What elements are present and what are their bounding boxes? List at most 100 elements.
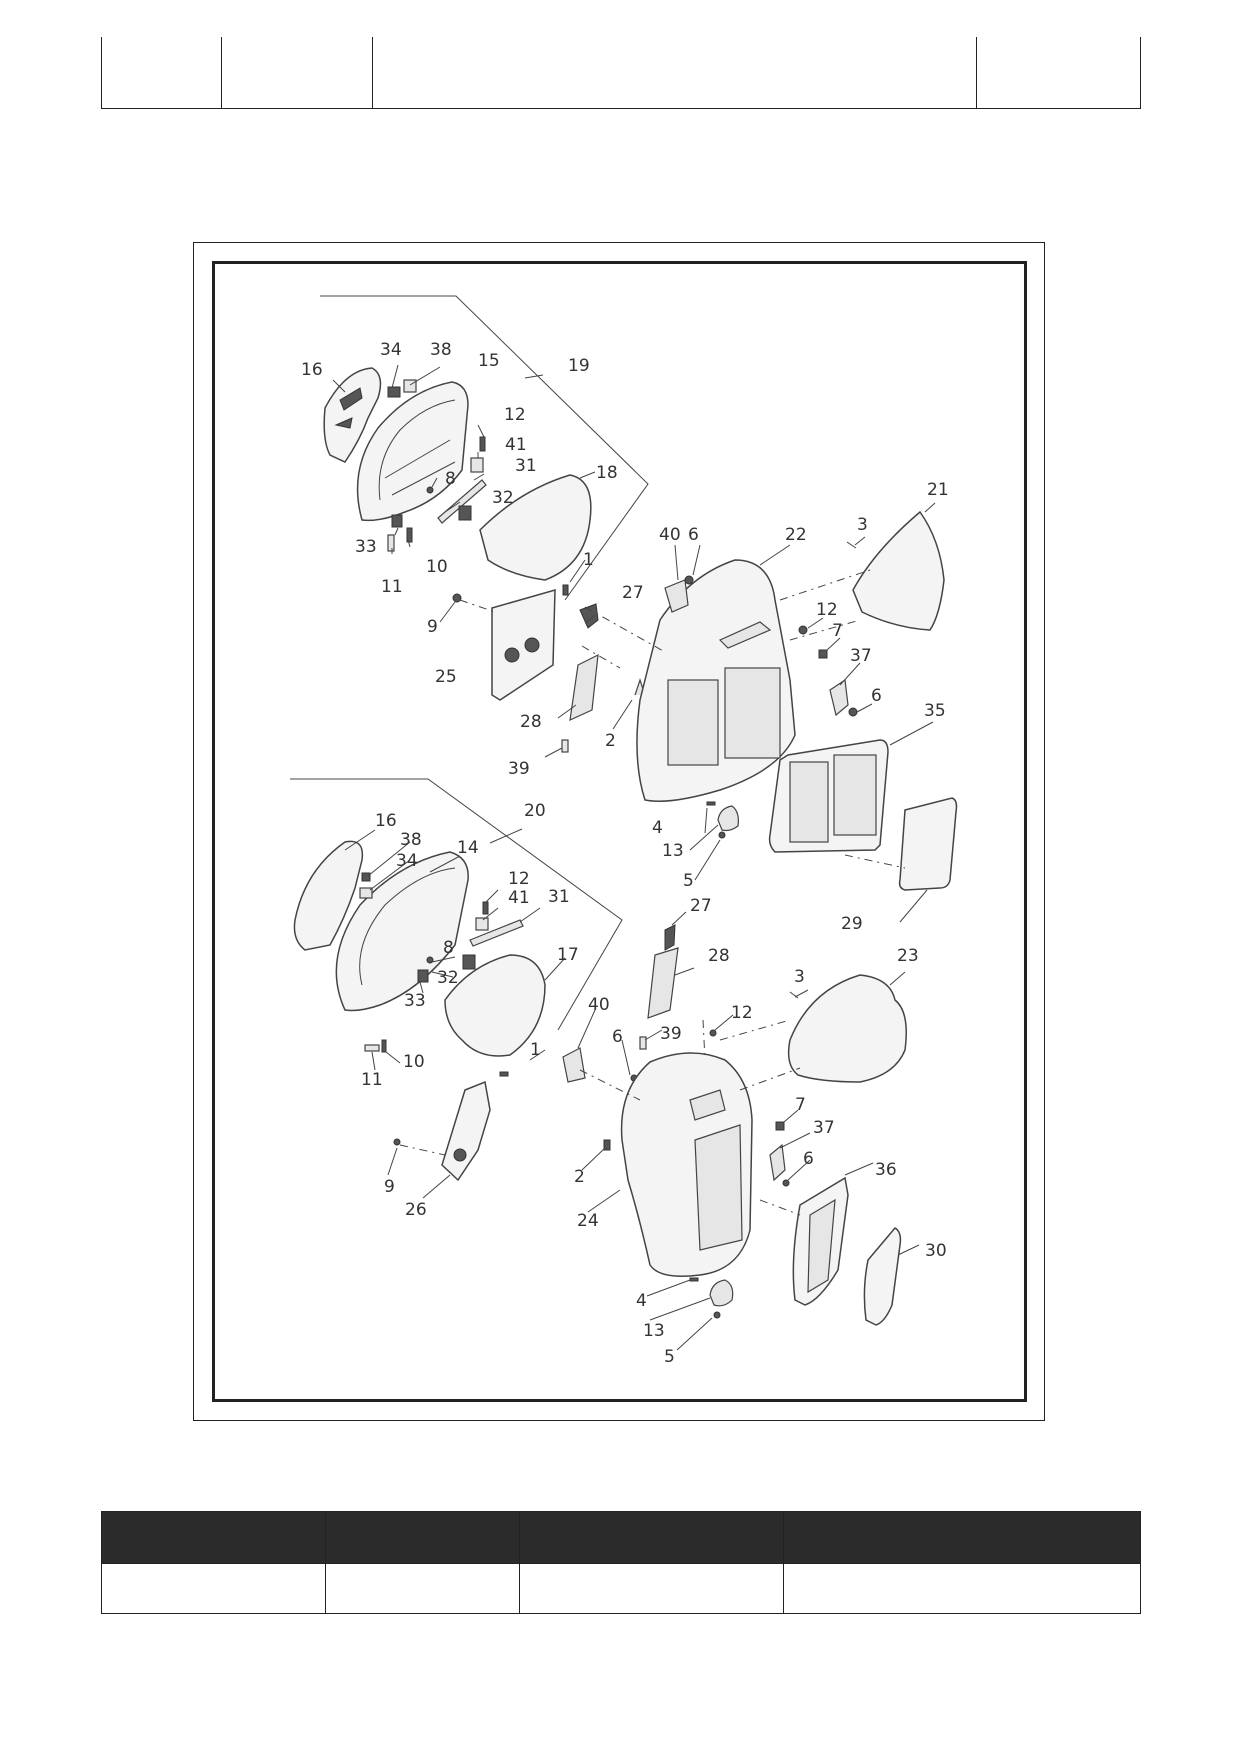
part-25-hole-b [524, 637, 540, 653]
part-35-window-b [833, 754, 877, 836]
part-17-cover [444, 954, 546, 1057]
part-22-window-a [667, 679, 719, 766]
part-25-hole-a [504, 647, 520, 663]
callouts-top: 16 34 38 15 19 12 41 31 8 32 18 33 10 11… [301, 340, 949, 934]
part-10-spring [406, 527, 413, 543]
callouts-bottom: 16 38 34 14 20 12 41 31 8 32 33 17 1 11 … [361, 801, 947, 1367]
part-36-window [807, 1198, 836, 1294]
callout: 13 [662, 841, 684, 861]
part-3-clip-lower [789, 991, 799, 999]
callout: 29 [841, 914, 863, 934]
table-header-cell [325, 1511, 520, 1564]
callout: 2 [574, 1167, 585, 1187]
callout: 30 [925, 1241, 947, 1261]
callout: 16 [301, 360, 323, 380]
part-8-pin [426, 486, 434, 494]
part-31-rod [437, 479, 487, 524]
part-24-handle [689, 1089, 726, 1121]
callout: 13 [643, 1321, 665, 1341]
callout: 12 [504, 405, 526, 425]
part-9-screw-lower [393, 1138, 401, 1146]
part-40-bracket-lower [562, 1047, 586, 1083]
part-6-nut [684, 575, 694, 585]
callout: 35 [924, 701, 946, 721]
part-28-panel [569, 653, 599, 722]
assy-line [459, 599, 496, 613]
part-5-ring [718, 831, 726, 839]
part-9-screw [452, 593, 462, 603]
diagram-outer-frame [193, 242, 1045, 1421]
table-header-row [101, 1511, 1141, 1564]
assy-line [789, 619, 861, 641]
assy-line [584, 606, 666, 653]
callout: 12 [731, 1003, 753, 1023]
header-cell [102, 37, 222, 108]
part-26-bracket [441, 1080, 491, 1182]
callout: 11 [381, 577, 403, 597]
document-header-table [101, 37, 1141, 109]
part-16-detail [334, 387, 363, 429]
assy-line [702, 1019, 706, 1061]
callout: 21 [927, 480, 949, 500]
part-37-bracket-lower [769, 1143, 786, 1182]
callout: 33 [404, 991, 426, 1011]
assy-line [739, 1067, 801, 1091]
callout: 10 [426, 557, 448, 577]
callout: 6 [688, 525, 699, 545]
header-cell [222, 37, 373, 108]
group-bracket-19 [320, 295, 649, 601]
part-16-bracket-lower [293, 840, 364, 951]
part-27-fitting-lower [664, 924, 676, 951]
assy-line [844, 854, 906, 869]
part-16-bracket [323, 367, 382, 463]
part-39-plug-lower [639, 1036, 647, 1050]
bottom-assembly [293, 840, 907, 1326]
callout: 7 [832, 621, 843, 641]
part-14-inner [359, 867, 456, 986]
part-4-clamp-lower [689, 1277, 699, 1282]
part-4-clamp [706, 801, 716, 806]
group-bracket-20 [290, 778, 623, 1031]
callout: 39 [660, 1024, 682, 1044]
part-32-block-lower [462, 954, 476, 970]
table-header-cell [783, 1511, 1141, 1564]
part-40-bracket [664, 579, 689, 613]
part-1-screw [562, 584, 569, 596]
callout: 15 [478, 351, 500, 371]
callout: 7 [795, 1095, 806, 1115]
part-26-hole [453, 1148, 467, 1162]
part-11-bolt [387, 534, 395, 552]
table-header-cell [519, 1511, 784, 1564]
callout: 1 [530, 1040, 541, 1060]
part-38-nut-lower [361, 872, 371, 882]
part-34-clip [387, 386, 401, 398]
callout: 34 [396, 851, 418, 871]
part-10-spring-lower [381, 1039, 387, 1053]
callout: 22 [785, 525, 807, 545]
table-header-cell [101, 1511, 326, 1564]
part-6-nut-lower-b [782, 1179, 790, 1187]
part-11-bolt-lower [364, 1044, 380, 1052]
part-18-cover [479, 474, 592, 581]
callout: 23 [897, 946, 919, 966]
callout: 14 [457, 838, 479, 858]
part-7-nut [818, 649, 828, 659]
callout: 24 [577, 1211, 599, 1231]
part-27-fitting [579, 603, 599, 629]
table-cell [783, 1563, 1141, 1614]
callout: 5 [664, 1347, 675, 1367]
callout: 28 [708, 946, 730, 966]
part-24-window [694, 1124, 743, 1251]
callout: 2 [605, 731, 616, 751]
callout: 36 [875, 1160, 897, 1180]
part-5-ring-lower [713, 1311, 721, 1319]
callout: 41 [508, 888, 530, 908]
assy-line [719, 1019, 791, 1041]
callout: 3 [857, 515, 868, 535]
callout: 38 [430, 340, 452, 360]
callout: 41 [505, 435, 527, 455]
callout: 34 [380, 340, 402, 360]
callout: 38 [400, 830, 422, 850]
assy-line [759, 1199, 801, 1216]
